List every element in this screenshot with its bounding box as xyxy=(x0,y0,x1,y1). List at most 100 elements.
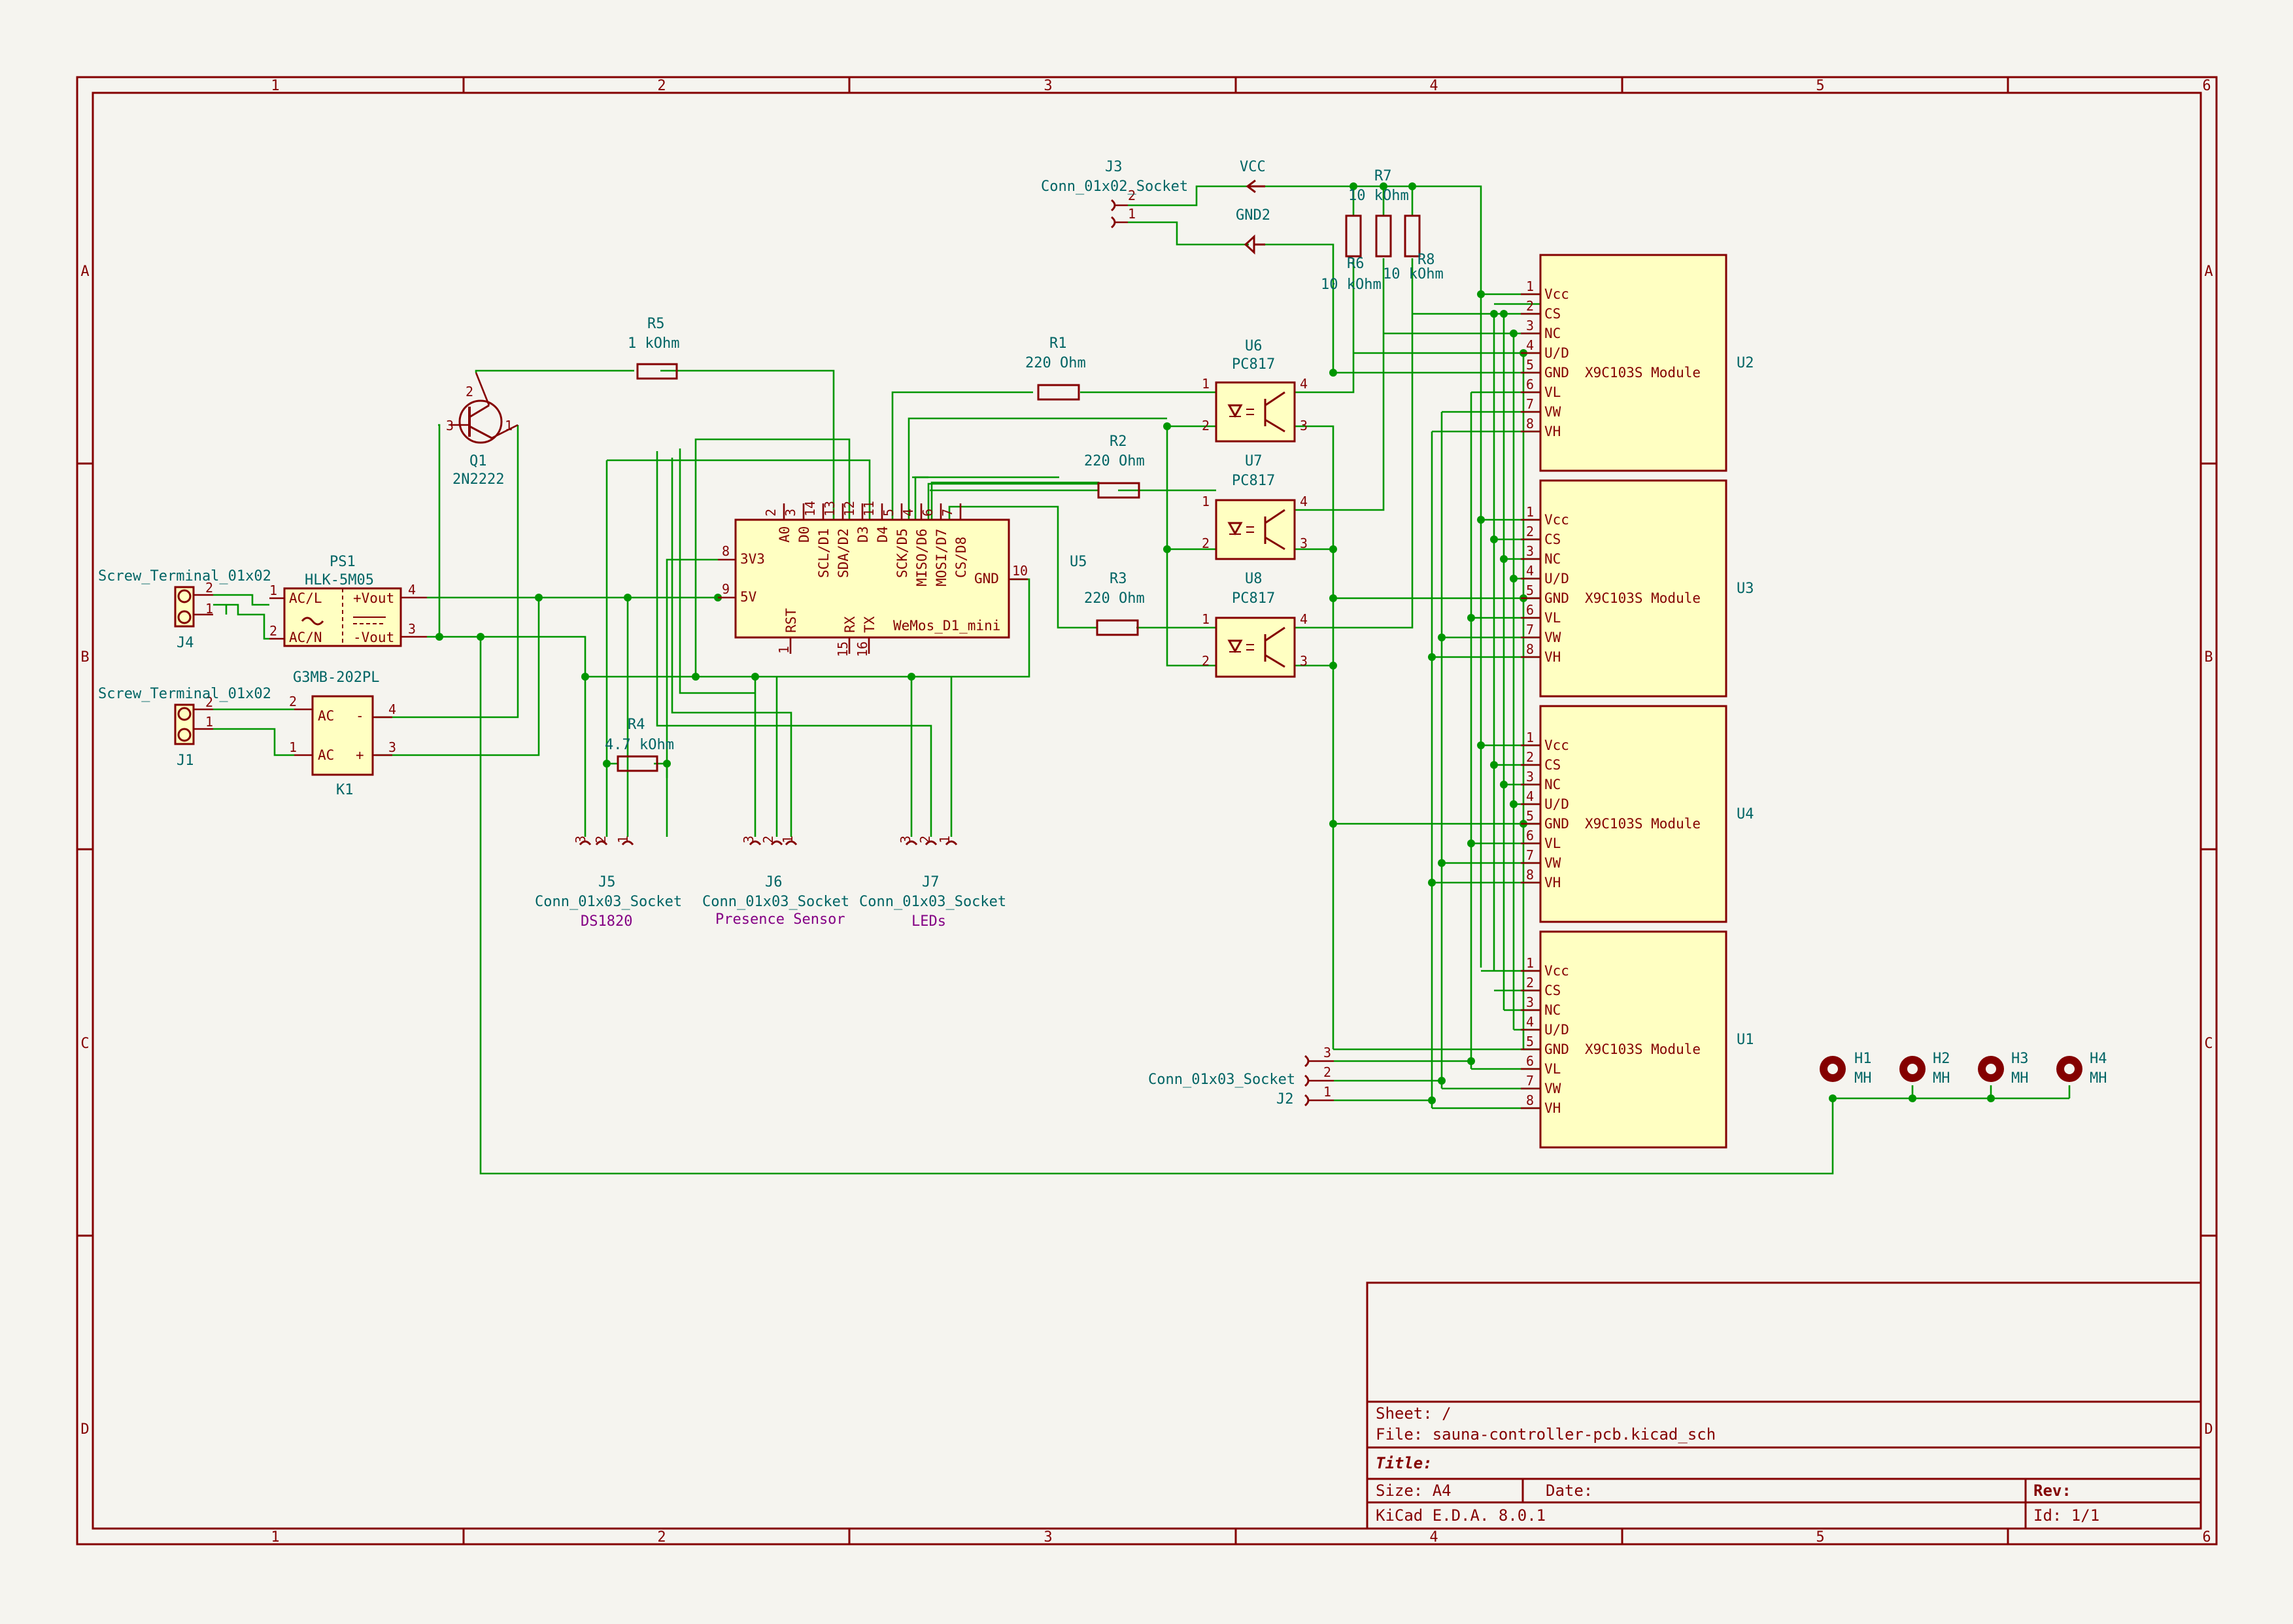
connector-j5[interactable]: 3 2 1 J5 Conn_01x03_Socket DS1820 xyxy=(535,836,682,930)
u7-ref: U7 xyxy=(1245,453,1263,469)
j1-value: Screw_Terminal_01x02 xyxy=(98,686,271,702)
u5-pin-sck-d5: SCK/D5 xyxy=(894,528,910,578)
optocoupler-u8[interactable]: 12 43 U8 PC817 xyxy=(1202,571,1308,678)
svg-text:2: 2 xyxy=(269,623,277,639)
col-label-5: 5 xyxy=(1816,78,1824,94)
svg-text:1: 1 xyxy=(269,583,277,598)
mounting-hole-h3[interactable]: H3 MH xyxy=(1978,1051,2029,1087)
svg-text:MH: MH xyxy=(2090,1070,2107,1087)
svg-text:7: 7 xyxy=(1526,1073,1534,1089)
svg-text:1: 1 xyxy=(1202,494,1210,509)
svg-text:2: 2 xyxy=(1202,535,1210,551)
svg-text:2: 2 xyxy=(205,580,213,596)
svg-text:VL: VL xyxy=(1544,610,1561,626)
svg-text:2: 2 xyxy=(1526,749,1534,765)
svg-text:1: 1 xyxy=(776,646,792,654)
r6-value: 10 kOhm xyxy=(1321,277,1382,293)
mounting-hole-h4[interactable]: H4 MH xyxy=(2056,1051,2107,1087)
svg-text:6: 6 xyxy=(1526,602,1534,618)
svg-text:Vcc: Vcc xyxy=(1544,286,1569,302)
svg-text:1: 1 xyxy=(780,836,796,843)
connector-j3[interactable]: 21 J3 Conn_01x02_Socket xyxy=(1041,159,1188,229)
r2-value: 220 Ohm xyxy=(1084,453,1145,469)
svg-text:3: 3 xyxy=(1300,535,1308,551)
vcc-label: VCC xyxy=(1240,159,1266,175)
relay-k1[interactable]: 21 43 AC AC - + G3MB-202PL K1 xyxy=(289,669,396,798)
resistor-r8[interactable]: R8 10 kOhm xyxy=(1383,214,1444,282)
svg-text:11: 11 xyxy=(861,501,877,516)
connector-j6[interactable]: 3 2 1 J6 Conn_01x03_Socket Presence Sens… xyxy=(702,836,849,928)
svg-text:3: 3 xyxy=(1526,318,1534,333)
u5-pin-3v3: 3V3 xyxy=(740,551,765,567)
resistor-r3[interactable]: R3 220 Ohm xyxy=(1084,571,1145,636)
svg-text:12: 12 xyxy=(841,501,857,516)
ps1-ref: PS1 xyxy=(330,554,356,570)
optocoupler-u7[interactable]: 1 2 4 3 U7 PC817 xyxy=(1202,453,1308,560)
col-label-6-bottom: 6 xyxy=(2202,1529,2211,1546)
optocoupler-u6[interactable]: 12 43 U6 PC817 xyxy=(1202,338,1308,443)
svg-text:VL: VL xyxy=(1544,836,1561,851)
svg-text:U/D: U/D xyxy=(1544,571,1569,586)
q1-ref: Q1 xyxy=(469,453,487,469)
j4-ref: J4 xyxy=(177,635,194,651)
svg-text:H4: H4 xyxy=(2090,1051,2107,1067)
power-supply-ps1[interactable]: 12 43 AC/L AC/N +Vout -Vout PS1 HLK-5M05 xyxy=(269,554,427,647)
u5-pin-mosi-d7: MOSI/D7 xyxy=(934,528,949,586)
screw-terminal-j1[interactable]: 21 Screw_Terminal_01x02 J1 xyxy=(98,686,271,769)
u7-value: PC817 xyxy=(1232,473,1275,489)
u5-ref: U5 xyxy=(1070,554,1087,570)
k1-pin-ac-bottom: AC xyxy=(318,747,334,763)
u3-value: X9C103S Module xyxy=(1585,590,1701,606)
svg-text:5: 5 xyxy=(881,509,896,516)
mounting-hole-h2[interactable]: H2 MH xyxy=(1899,1051,1950,1087)
svg-text:U/D: U/D xyxy=(1544,796,1569,812)
svg-text:3: 3 xyxy=(898,836,913,843)
r1-value: 220 Ohm xyxy=(1025,355,1086,371)
r4-value: 4.7 kOhm xyxy=(605,737,674,753)
k1-pin-plus: + xyxy=(356,747,364,763)
svg-text:Vcc: Vcc xyxy=(1544,963,1569,979)
svg-text:8: 8 xyxy=(1526,867,1534,883)
j3-ref: J3 xyxy=(1105,159,1123,175)
svg-text:2: 2 xyxy=(205,694,213,710)
svg-text:4: 4 xyxy=(1526,337,1534,353)
svg-text:1: 1 xyxy=(1323,1084,1331,1100)
svg-text:4: 4 xyxy=(1300,494,1308,509)
u5-value: WeMos_D1_mini xyxy=(893,618,1000,634)
resistor-r1[interactable]: R1 220 Ohm xyxy=(1025,335,1086,401)
svg-text:2: 2 xyxy=(1526,524,1534,539)
resistor-r4[interactable]: R4 4.7 kOhm xyxy=(605,717,674,772)
svg-text:5: 5 xyxy=(1526,1034,1534,1049)
j7-label: LEDs xyxy=(911,913,946,930)
svg-text:VW: VW xyxy=(1544,630,1561,645)
svg-text:VH: VH xyxy=(1544,424,1561,439)
resistor-r2[interactable]: R2 220 Ohm xyxy=(1084,433,1145,499)
connector-j2[interactable]: 321 Conn_01x03_Socket J2 xyxy=(1148,1045,1334,1108)
svg-text:2: 2 xyxy=(1128,188,1136,203)
r7-ref: R7 xyxy=(1374,168,1392,184)
resistor-r7[interactable]: R7 10 kOhm xyxy=(1348,168,1409,258)
resistor-r6[interactable]: R6 10 kOhm xyxy=(1321,214,1382,293)
row-label-a: A xyxy=(80,263,89,280)
gnd2-power-symbol: GND2 xyxy=(1236,207,1270,255)
svg-text:8: 8 xyxy=(722,543,730,559)
screw-terminal-j4[interactable]: 21 Screw_Terminal_01x02 J4 xyxy=(98,568,271,651)
mounting-hole-h1[interactable]: H1 MH xyxy=(1820,1051,1872,1087)
svg-text:VL: VL xyxy=(1544,1061,1561,1077)
resistor-r5[interactable]: R5 1 kOhm xyxy=(628,316,679,380)
svg-text:3: 3 xyxy=(1323,1045,1331,1060)
title-block-sheet: Sheet: / xyxy=(1376,1404,1452,1423)
svg-text:CS: CS xyxy=(1544,532,1561,547)
svg-text:H1: H1 xyxy=(1854,1051,1872,1067)
u2-ref: U2 xyxy=(1737,355,1754,371)
connector-j7[interactable]: 3 2 1 J7 Conn_01x03_Socket LEDs xyxy=(859,836,1006,930)
k1-ref: K1 xyxy=(336,782,354,798)
u1-ref: U1 xyxy=(1737,1032,1754,1048)
